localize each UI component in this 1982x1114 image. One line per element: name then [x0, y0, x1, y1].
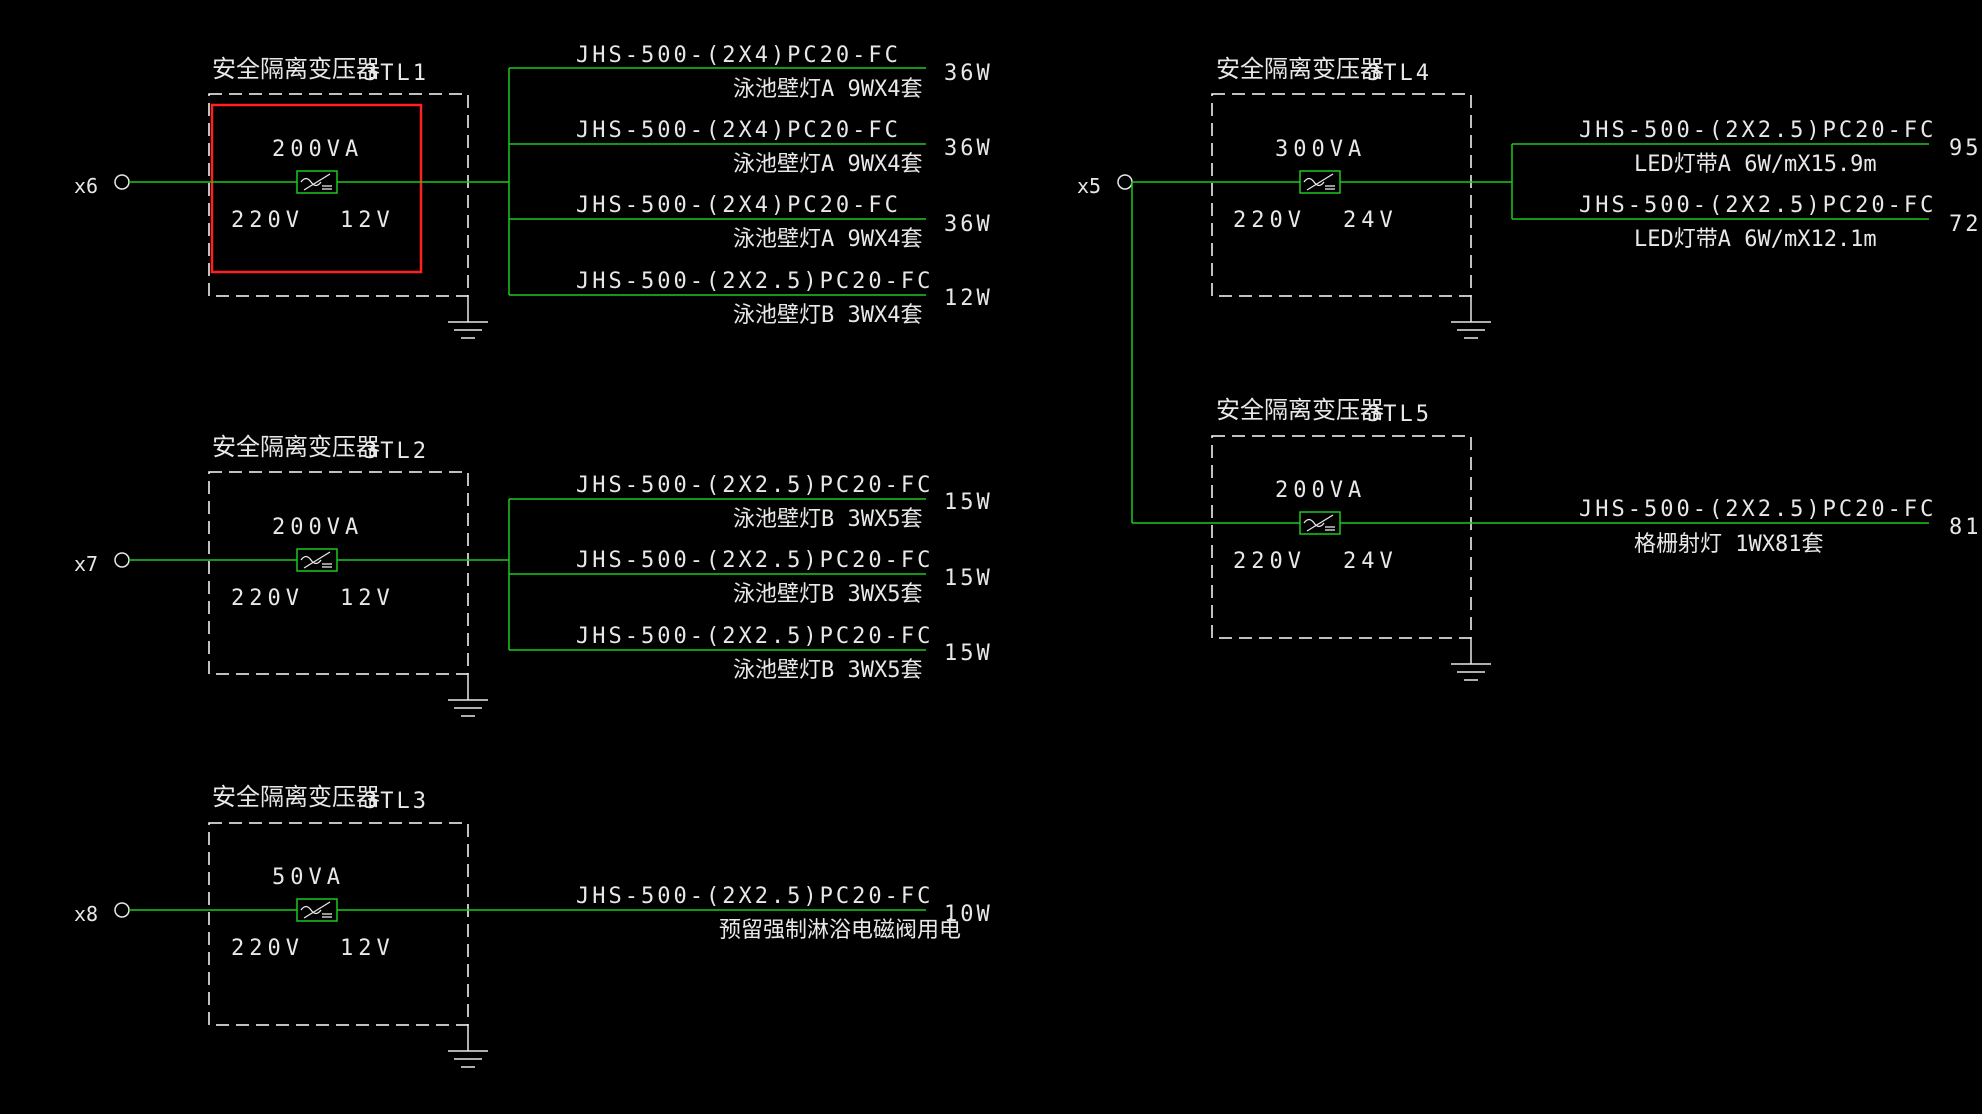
input-terminal-label: x8 — [74, 902, 98, 926]
circuit-power: 36W — [944, 212, 993, 237]
circuit-load-description: 预留强制淋浴电磁阀用电 — [719, 918, 961, 943]
transformer-group-3tl3[interactable]: 安全隔离变压器 3TL3 50VA 220V 12V x8 JHS-500-(2… — [74, 783, 993, 1068]
transformer-rating: 300VA — [1275, 137, 1366, 162]
transformer-title: 安全隔离变压器 — [212, 783, 380, 811]
transformer-code: 3TL4 — [1367, 61, 1432, 86]
ground-symbol-icon — [448, 296, 488, 339]
ground-symbol-icon — [1451, 296, 1491, 339]
circuit-power: 81V — [1949, 515, 1982, 540]
transformer-code: 3TL5 — [1367, 402, 1432, 427]
circuit-load-description: 泳池壁灯A 9WX4套 — [733, 227, 922, 252]
circuit-row[interactable]: JHS-500-(2X4)PC20-FC 泳池壁灯A 9WX4套 36W — [509, 43, 993, 102]
circuit-load-description: 泳池壁灯B 3WX5套 — [733, 582, 922, 607]
circuit-row[interactable]: JHS-500-(2X2.5)PC20-FC LED灯带A 6W/mX15.9m… — [1512, 118, 1982, 177]
transformer-dashed-box[interactable] — [208, 471, 469, 675]
circuit-cable-spec: JHS-500-(2X2.5)PC20-FC — [1579, 118, 1936, 143]
circuit-power: 15W — [944, 641, 993, 666]
circuit-cable-spec: JHS-500-(2X4)PC20-FC — [576, 118, 901, 143]
transformer-symbol-icon — [296, 548, 338, 572]
primary-voltage: 220V — [231, 936, 304, 961]
input-terminal-label: x7 — [74, 552, 98, 576]
circuit-cable-spec: JHS-500-(2X2.5)PC20-FC — [576, 473, 933, 498]
circuit-row[interactable]: JHS-500-(2X2.5)PC20-FC 泳池壁灯B 3WX5套 15W — [509, 624, 993, 683]
circuit-cable-spec: JHS-500-(2X2.5)PC20-FC — [1579, 497, 1936, 522]
transformer-title: 安全隔离变压器 — [212, 433, 380, 461]
input-terminal-label: x5 — [1077, 174, 1101, 198]
transformer-title: 安全隔离变压器 — [1216, 396, 1384, 424]
secondary-voltage: 24V — [1343, 549, 1398, 574]
circuit-row[interactable]: JHS-500-(2X2.5)PC20-FC 预留强制淋浴电磁阀用电 10W — [576, 884, 993, 943]
circuit-load-description: 泳池壁灯B 3WX5套 — [733, 658, 922, 683]
transformer-title: 安全隔离变压器 — [212, 55, 380, 83]
transformer-rating: 200VA — [272, 515, 363, 540]
transformer-dashed-box[interactable] — [1211, 435, 1472, 639]
circuit-cable-spec: JHS-500-(2X2.5)PC20-FC — [576, 884, 933, 909]
circuit-row[interactable]: JHS-500-(2X2.5)PC20-FC 泳池壁灯B 3WX4套 12W — [509, 269, 993, 328]
transformer-dashed-box[interactable] — [1211, 93, 1472, 297]
circuit-power: 10W — [944, 902, 993, 927]
primary-voltage: 220V — [1233, 208, 1306, 233]
ground-symbol-icon — [448, 674, 488, 717]
transformer-group-3tl4[interactable]: 安全隔离变压器 3TL4 300VA 220V 24V x5 JHS-500-(… — [1077, 55, 1982, 523]
transformer-rating: 200VA — [272, 137, 363, 162]
secondary-voltage: 12V — [340, 586, 395, 611]
circuit-row[interactable]: JHS-500-(2X4)PC20-FC 泳池壁灯A 9WX4套 36W — [509, 118, 993, 177]
circuit-power: 72 — [1949, 212, 1982, 237]
circuit-row[interactable]: JHS-500-(2X2.5)PC20-FC LED灯带A 6W/mX12.1m… — [1512, 193, 1982, 252]
circuit-cable-spec: JHS-500-(2X2.5)PC20-FC — [1579, 193, 1936, 218]
transformer-code: 3TL3 — [364, 789, 429, 814]
circuit-cable-spec: JHS-500-(2X2.5)PC20-FC — [576, 269, 933, 294]
primary-voltage: 220V — [231, 208, 304, 233]
circuit-cable-spec: JHS-500-(2X2.5)PC20-FC — [576, 624, 933, 649]
transformer-group-3tl2[interactable]: 安全隔离变压器 3TL2 200VA 220V 12V x7 JHS-500-(… — [74, 433, 993, 717]
transformer-group-3tl1[interactable]: 安全隔离变压器 3TL1 200VA 220V 12V x6 JHS-500-(… — [74, 43, 993, 339]
circuit-cable-spec: JHS-500-(2X4)PC20-FC — [576, 193, 901, 218]
circuit-power: 12W — [944, 286, 993, 311]
circuit-cable-spec: JHS-500-(2X2.5)PC20-FC — [576, 548, 933, 573]
circuit-load-description: 格栅射灯 1WX81套 — [1634, 532, 1823, 557]
circuit-load-description: LED灯带A 6W/mX12.1m — [1634, 227, 1877, 252]
circuit-cable-spec: JHS-500-(2X4)PC20-FC — [576, 43, 901, 68]
primary-voltage: 220V — [231, 586, 304, 611]
transformer-title: 安全隔离变压器 — [1216, 55, 1384, 83]
transformer-code: 3TL1 — [364, 61, 429, 86]
circuit-power: 15W — [944, 566, 993, 591]
transformer-rating: 50VA — [272, 865, 345, 890]
circuit-power: 36W — [944, 136, 993, 161]
ground-symbol-icon — [1451, 638, 1491, 681]
circuit-row[interactable]: JHS-500-(2X2.5)PC20-FC 泳池壁灯B 3WX5套 15W — [509, 473, 993, 532]
circuit-load-description: 泳池壁灯B 3WX5套 — [733, 507, 922, 532]
transformer-dashed-box[interactable] — [208, 822, 469, 1026]
secondary-voltage: 24V — [1343, 208, 1398, 233]
transformer-rating: 200VA — [1275, 478, 1366, 503]
circuit-power: 95 — [1949, 136, 1982, 161]
transformer-dashed-box[interactable] — [208, 93, 469, 297]
ground-symbol-icon — [448, 1025, 488, 1068]
circuit-power: 15W — [944, 490, 993, 515]
circuit-load-description: LED灯带A 6W/mX15.9m — [1634, 152, 1877, 177]
transformer-group-3tl5[interactable]: 安全隔离变压器 3TL5 200VA 220V 24V JHS-500-(2X2… — [1132, 396, 1982, 681]
circuit-power: 36W — [944, 61, 993, 86]
circuit-row[interactable]: JHS-500-(2X2.5)PC20-FC 泳池壁灯B 3WX5套 15W — [509, 548, 993, 607]
circuit-row[interactable]: JHS-500-(2X2.5)PC20-FC 格栅射灯 1WX81套 81V — [1579, 497, 1982, 557]
transformer-code: 3TL2 — [364, 439, 429, 464]
selection-highlight-box — [210, 103, 423, 274]
secondary-voltage: 12V — [340, 936, 395, 961]
input-terminal-label: x6 — [74, 174, 98, 198]
circuit-load-description: 泳池壁灯A 9WX4套 — [733, 152, 922, 177]
circuit-load-description: 泳池壁灯A 9WX4套 — [733, 77, 922, 102]
primary-voltage: 220V — [1233, 549, 1306, 574]
secondary-voltage: 12V — [340, 208, 395, 233]
circuit-load-description: 泳池壁灯B 3WX4套 — [733, 303, 922, 328]
circuit-row[interactable]: JHS-500-(2X4)PC20-FC 泳池壁灯A 9WX4套 36W — [509, 193, 993, 252]
